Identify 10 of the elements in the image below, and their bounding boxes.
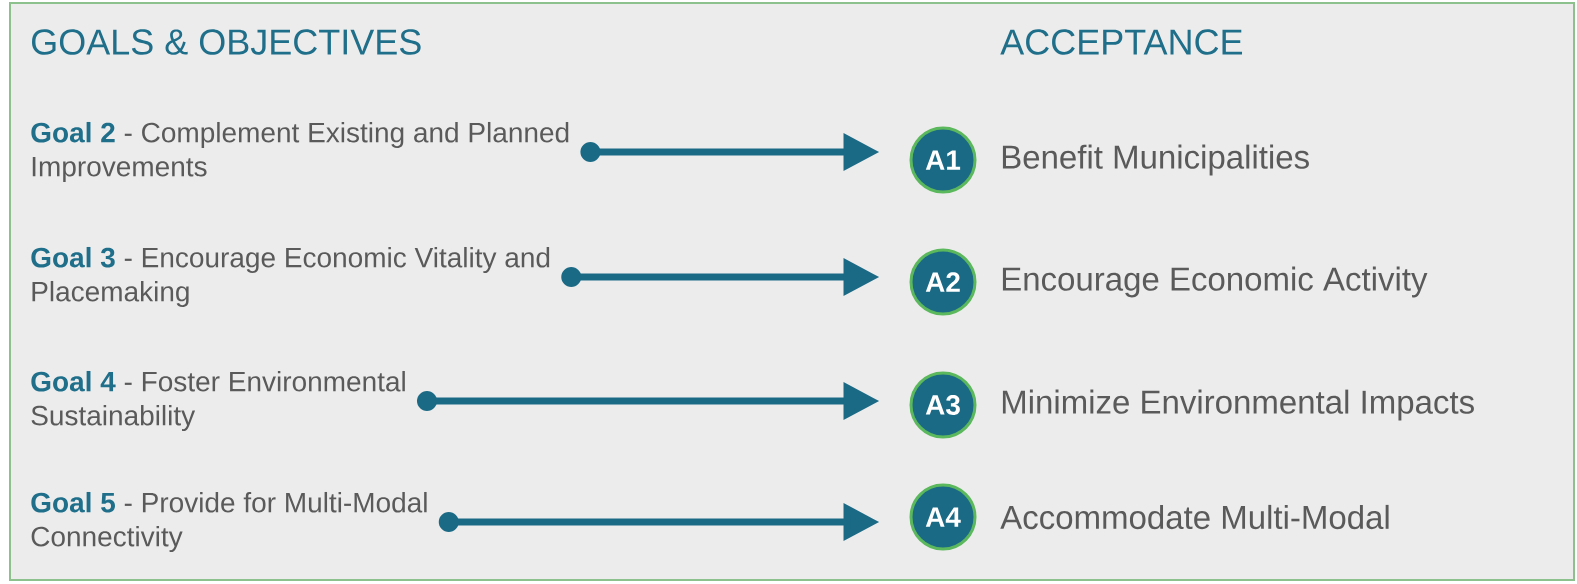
heading: GOALS & OBJECTIVES [32, 29, 421, 55]
goal-text: Goal 2 - Complement Existing and Planned Improvements [31, 121, 569, 183]
acceptance-text: Encourage Economic Activity [1002, 266, 1428, 298]
goal-text: Goal 4 - Foster Environmental Sustainability [31, 370, 405, 432]
goal-text: Goal 5 - Provide for Multi-Modal Connectivity [31, 491, 427, 553]
goal-text: Goal 3 - Encourage Economic Vitality and Placemaking [31, 246, 550, 308]
acceptance-text: Minimize Environmental Impacts [1002, 389, 1474, 421]
heading: ACCEPTANCE [1000, 29, 1242, 55]
acceptance-text: Benefit Municipalities [1002, 144, 1309, 176]
acceptance-text: Accommodate Multi-Modal [1000, 504, 1389, 530]
